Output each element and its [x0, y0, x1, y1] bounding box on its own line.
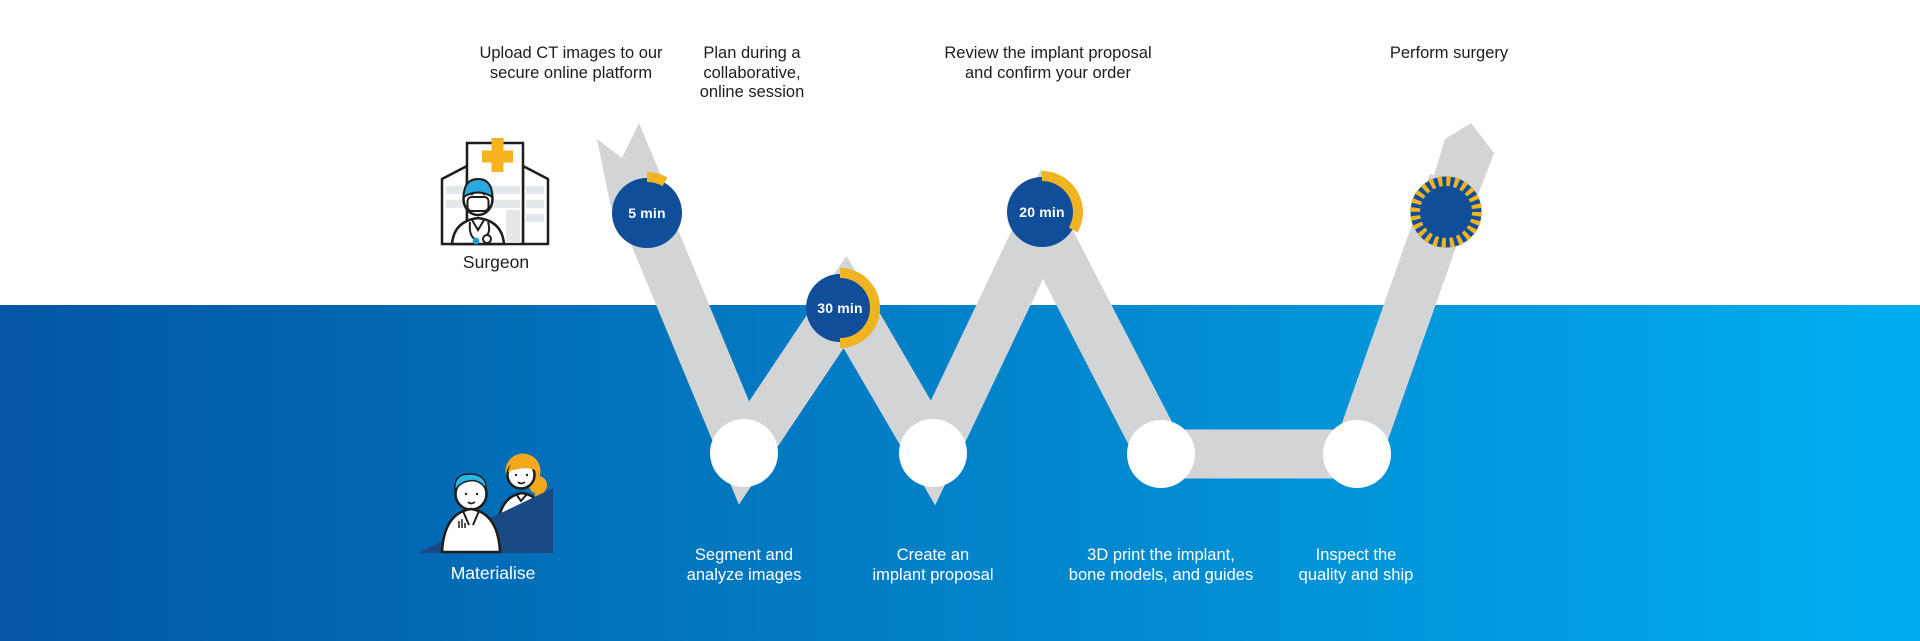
badge-label-30min: 30 min	[817, 300, 863, 316]
step-label-inspect-ship: Inspect the quality and ship	[1299, 546, 1414, 585]
label-line: Perform surgery	[1389, 44, 1509, 62]
badge-5min-circle	[612, 178, 682, 248]
label-line: Review the implant proposal	[944, 44, 1152, 62]
badge-label-5min: 5 min	[628, 205, 666, 221]
label-line: secure online platform	[489, 63, 653, 82]
node-create-proposal	[899, 419, 967, 487]
step-label-upload-ct: Upload CT images to our secure online pl…	[479, 44, 662, 83]
step-label-review-proposal: Review the implant proposal and confirm …	[944, 44, 1151, 83]
step-label-3d-print: 3D print the implant, bone models, and g…	[1069, 546, 1253, 585]
label-line: bone models, and guides	[1068, 565, 1254, 584]
dashed-ring-icon	[1410, 176, 1482, 248]
label-line: 3D print the implant,	[1087, 546, 1235, 564]
label-line: online session	[699, 83, 805, 101]
badge-30min-circle	[806, 274, 874, 342]
node-inspect-ship	[1323, 420, 1391, 488]
step-label-segment-analyze: Segment and analyze images	[687, 546, 802, 585]
badge-20min-arc	[1041, 171, 1083, 233]
medical-cross-icon	[482, 138, 513, 172]
label-line: Segment and	[694, 546, 794, 564]
surgeon-hospital-icon	[440, 138, 550, 246]
actor-label-surgeon: Surgeon	[462, 252, 530, 272]
label-line: collaborative,	[703, 63, 801, 82]
step-label-create-proposal: Create an implant proposal	[872, 546, 993, 585]
badge-5min-arc	[646, 172, 668, 187]
label-line: Plan during a	[703, 44, 801, 62]
materialise-team-icon	[418, 453, 553, 554]
label-line: implant proposal	[872, 565, 994, 584]
engineer-man-figure	[440, 473, 502, 554]
label-line: Inspect the	[1315, 546, 1397, 564]
label-line: Create an	[896, 546, 970, 564]
node-segment-analyze	[710, 419, 778, 487]
badge-surgery-dashed	[1410, 176, 1482, 248]
badge-20min-circle	[1007, 177, 1077, 247]
label-line: and confirm your order	[965, 63, 1131, 82]
label-line: analyze images	[686, 565, 802, 584]
actor-label-materialise: Materialise	[450, 563, 536, 583]
step-label-perform-surgery: Perform surgery	[1390, 44, 1508, 64]
surgical-mask-icon	[466, 196, 490, 212]
node-3d-print	[1127, 420, 1195, 488]
step-label-plan-session: Plan during a collaborative, online sess…	[700, 44, 805, 103]
badge-label-20min: 20 min	[1019, 204, 1065, 220]
surgical-cap-icon	[462, 177, 494, 199]
label-line: quality and ship	[1298, 565, 1414, 584]
label-line: Upload CT images to our	[479, 44, 663, 62]
badge-30min-arc	[839, 268, 880, 348]
